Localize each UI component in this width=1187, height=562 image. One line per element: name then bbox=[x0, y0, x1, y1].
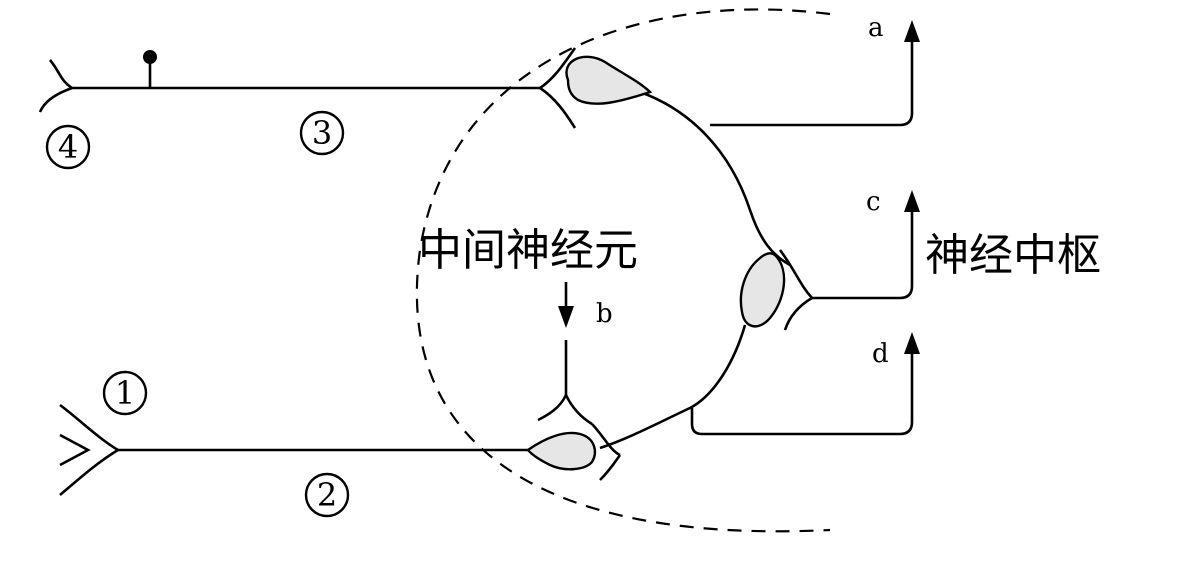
lower-soma bbox=[526, 431, 596, 471]
arrow-a bbox=[904, 20, 920, 42]
d-branch bbox=[690, 350, 914, 436]
middle-soma bbox=[739, 252, 786, 328]
interneuron-input bbox=[537, 282, 593, 426]
marker-3: 3 bbox=[299, 110, 345, 156]
arrow-b bbox=[558, 306, 574, 328]
nerve-center-boundary bbox=[415, 8, 831, 533]
arrow-d bbox=[904, 332, 920, 354]
upper-soma bbox=[565, 55, 653, 105]
label-interneuron: 中间神经元 bbox=[418, 225, 638, 276]
label-nerve-center: 神经中枢 bbox=[925, 230, 1101, 281]
efferent-neuron bbox=[38, 40, 914, 267]
svg-text:2: 2 bbox=[317, 476, 337, 514]
svg-text:4: 4 bbox=[58, 128, 78, 166]
marker-2: 2 bbox=[304, 472, 350, 518]
axon-knob bbox=[143, 50, 157, 64]
label-a: a bbox=[868, 13, 884, 43]
marker-4: 4 bbox=[45, 124, 91, 170]
label-c: c bbox=[866, 187, 881, 217]
arrow-c bbox=[904, 190, 920, 212]
svg-text:1: 1 bbox=[115, 374, 135, 412]
svg-text:3: 3 bbox=[312, 114, 332, 152]
label-d: d bbox=[872, 339, 889, 369]
middle-connections bbox=[599, 210, 914, 450]
afferent-neuron bbox=[59, 403, 622, 496]
label-b: b bbox=[596, 299, 613, 329]
marker-1: 1 bbox=[102, 370, 148, 416]
